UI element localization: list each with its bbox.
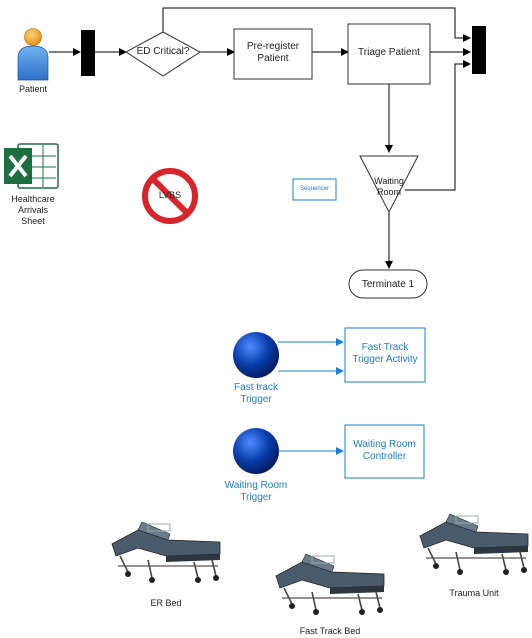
fast-track-bed-icon[interactable] xyxy=(275,553,385,616)
waiting-room-label: Waiting Room xyxy=(374,176,404,197)
er-bed-label: ER Bed xyxy=(150,598,182,608)
preregister-patient-box[interactable] xyxy=(233,28,313,80)
excel-icon[interactable] xyxy=(4,143,59,189)
fast-track-bed-label: Fast Track Bed xyxy=(299,626,361,636)
trauma-unit-label: Trauma Unit xyxy=(449,588,499,598)
terminate-node[interactable] xyxy=(348,269,428,299)
waiting-room-controller-box[interactable] xyxy=(344,424,425,479)
sequencer-label: Sequencer xyxy=(299,186,330,192)
sequencer-box[interactable] xyxy=(292,178,337,201)
fast-track-activity-label: Fast Track Trigger Activity xyxy=(352,342,418,365)
lvbs-prohibited-icon[interactable] xyxy=(142,168,198,224)
fast-track-trigger-label: Fast track Trigger xyxy=(234,382,278,405)
arrivals-sheet-label: Healthcare Arrivals Sheet xyxy=(11,194,55,226)
connectors xyxy=(49,7,471,269)
sync-bar-right[interactable] xyxy=(472,26,486,74)
waiting-room-queue[interactable] xyxy=(359,155,419,214)
lvbs-label: LVBS xyxy=(158,190,182,200)
decision-label: ED Critical? xyxy=(136,46,190,57)
preregister-label: Pre-register Patient xyxy=(246,41,300,64)
sync-bar-left[interactable] xyxy=(81,30,95,76)
waiting-room-trigger-sphere[interactable] xyxy=(233,428,279,474)
fast-track-trigger-sphere[interactable] xyxy=(233,332,279,378)
fast-track-activity-box[interactable] xyxy=(344,327,426,383)
decision-ed-critical[interactable] xyxy=(125,31,201,77)
patient-label: Patient xyxy=(18,84,48,94)
terminate-label: Terminate 1 xyxy=(361,279,415,290)
triage-label: Triage Patient xyxy=(358,47,420,58)
waiting-room-controller-label: Waiting Room Controller xyxy=(353,439,416,462)
trauma-unit-bed-icon[interactable] xyxy=(419,513,529,576)
er-bed-icon[interactable] xyxy=(111,521,221,584)
triage-patient-box[interactable] xyxy=(347,23,431,85)
waiting-room-trigger-label: Waiting Room Trigger xyxy=(224,480,288,503)
patient-icon[interactable] xyxy=(17,28,49,81)
